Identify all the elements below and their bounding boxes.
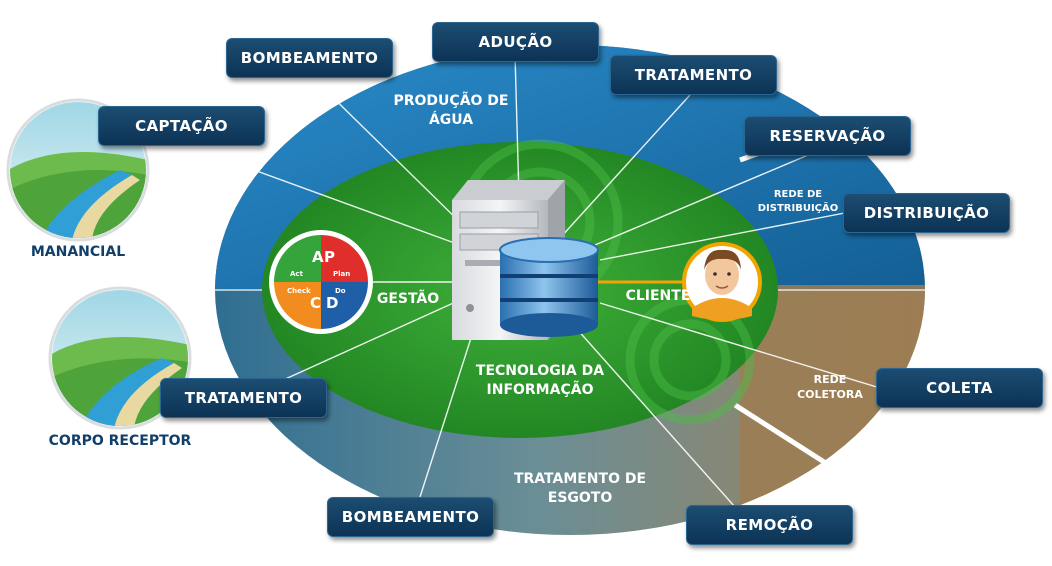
tratamento-esgoto-label: TRATAMENTO DE ESGOTO (500, 470, 660, 508)
ti-line1: TECNOLOGIA DA (475, 363, 605, 379)
tratamento-left-box: TRATAMENTO (160, 378, 327, 418)
trat-esg-line2: ESGOTO (547, 489, 613, 506)
client-avatar (682, 242, 762, 322)
pdca-act: Act (290, 270, 304, 278)
tratamento-top-box: TRATAMENTO (610, 55, 777, 95)
producao-line2: ÁGUA (428, 111, 474, 128)
pdca-p: P (324, 248, 335, 266)
remocao-box: REMOÇÃO (686, 505, 853, 545)
manancial-label: MANANCIAL (30, 244, 126, 260)
rede-distribuicao-label: REDE DE DISTRIBUIÇÃO (750, 188, 846, 215)
distribuicao-box: DISTRIBUIÇÃO (843, 193, 1010, 233)
corpo-receptor-label: CORPO RECEPTOR (48, 433, 192, 449)
producao-de-agua-label: PRODUÇÃO DE ÁGUA (386, 92, 516, 130)
cliente-label: CLIENTE (625, 288, 691, 304)
pdca-wheel: A P C D Act Plan Check Do (269, 230, 373, 334)
rede-col-line1: REDE (813, 373, 847, 386)
database-icon (499, 237, 599, 337)
pdca-plan: Plan (333, 270, 350, 278)
bombeamento-bottom-box: BOMBEAMENTO (327, 497, 494, 537)
pdca-do: Do (335, 287, 346, 295)
pdca-check: Check (287, 287, 311, 295)
tecnologia-informacao-label: TECNOLOGIA DA INFORMAÇÃO (460, 362, 620, 400)
rede-coletora-label: REDE COLETORA (780, 373, 880, 403)
rede-dist-line2: DISTRIBUIÇÃO (757, 202, 839, 214)
connector-lines (179, 54, 881, 508)
corpo-receptor-landscape-icon (48, 286, 192, 430)
rede-dist-line1: REDE DE (773, 189, 823, 200)
pdca-d: D (326, 294, 338, 312)
rede-col-line2: COLETORA (797, 387, 863, 401)
pdca-a: A (312, 248, 324, 266)
coleta-box: COLETA (876, 368, 1043, 408)
gestao-label: GESTÃO (376, 291, 440, 307)
producao-line1: PRODUÇÃO DE (393, 93, 509, 109)
bombeamento-top-box: BOMBEAMENTO (226, 38, 393, 78)
aducao-box: ADUÇÃO (432, 22, 599, 62)
reservacao-box: RESERVAÇÃO (744, 116, 911, 156)
ti-line2: INFORMAÇÃO (486, 381, 594, 398)
trat-esg-line1: TRATAMENTO DE (513, 471, 647, 487)
pdca-c: C (310, 294, 321, 312)
captacao-box: CAPTAÇÃO (98, 106, 265, 146)
